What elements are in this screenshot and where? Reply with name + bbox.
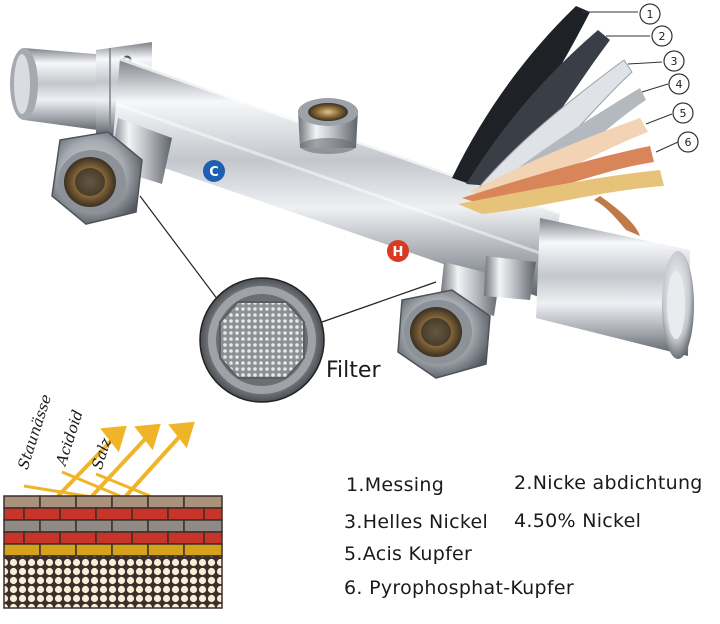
layer-callout-6-text: 6 bbox=[685, 136, 692, 149]
layer-callout-3 bbox=[663, 50, 685, 72]
thermostat-body: C H bbox=[10, 42, 694, 379]
top-outlet-fitting bbox=[298, 98, 358, 154]
filter-label: Filter bbox=[326, 358, 381, 383]
legend-item-5: 5.Acis Kupfer bbox=[344, 543, 473, 565]
stress-arrows bbox=[23, 421, 195, 500]
layer-callout-2-text: 2 bbox=[659, 30, 666, 43]
legend-item-3: 3.Helles Nickel bbox=[344, 511, 489, 533]
legend-item-4: 4.50% Nickel bbox=[514, 510, 642, 532]
layer-callout-1 bbox=[639, 3, 661, 25]
corrosion-wall-diagram bbox=[3, 421, 223, 609]
plating-layers-illustration bbox=[452, 6, 664, 236]
layer-callout-1-text: 1 bbox=[647, 8, 654, 21]
layer-callout-5 bbox=[672, 102, 694, 124]
hot-marker bbox=[387, 240, 409, 262]
hot-marker-text: H bbox=[393, 245, 404, 260]
layer-callout-4 bbox=[668, 73, 690, 95]
cold-marker bbox=[203, 160, 225, 182]
legend-item-2: 2.Nicke abdichtung bbox=[514, 472, 703, 494]
hot-inlet-fitting bbox=[397, 256, 536, 379]
layer-callouts: 1 2 3 4 5 6 bbox=[639, 3, 699, 153]
cold-inlet-fitting bbox=[51, 118, 172, 225]
layer-callout-2 bbox=[651, 25, 673, 47]
cold-marker-text: C bbox=[209, 165, 219, 180]
layer-callout-3-text: 3 bbox=[671, 55, 678, 68]
layer-callout-5-text: 5 bbox=[680, 107, 687, 120]
legend-item-6: 6. Pyrophosphat-Kupfer bbox=[344, 577, 574, 599]
layer-callout-lines bbox=[582, 11, 679, 153]
layer-callout-6 bbox=[677, 131, 699, 153]
layer-callout-4-text: 4 bbox=[676, 78, 683, 91]
legend-item-1: 1.Messing bbox=[346, 474, 445, 496]
filter-zoom bbox=[139, 195, 437, 403]
